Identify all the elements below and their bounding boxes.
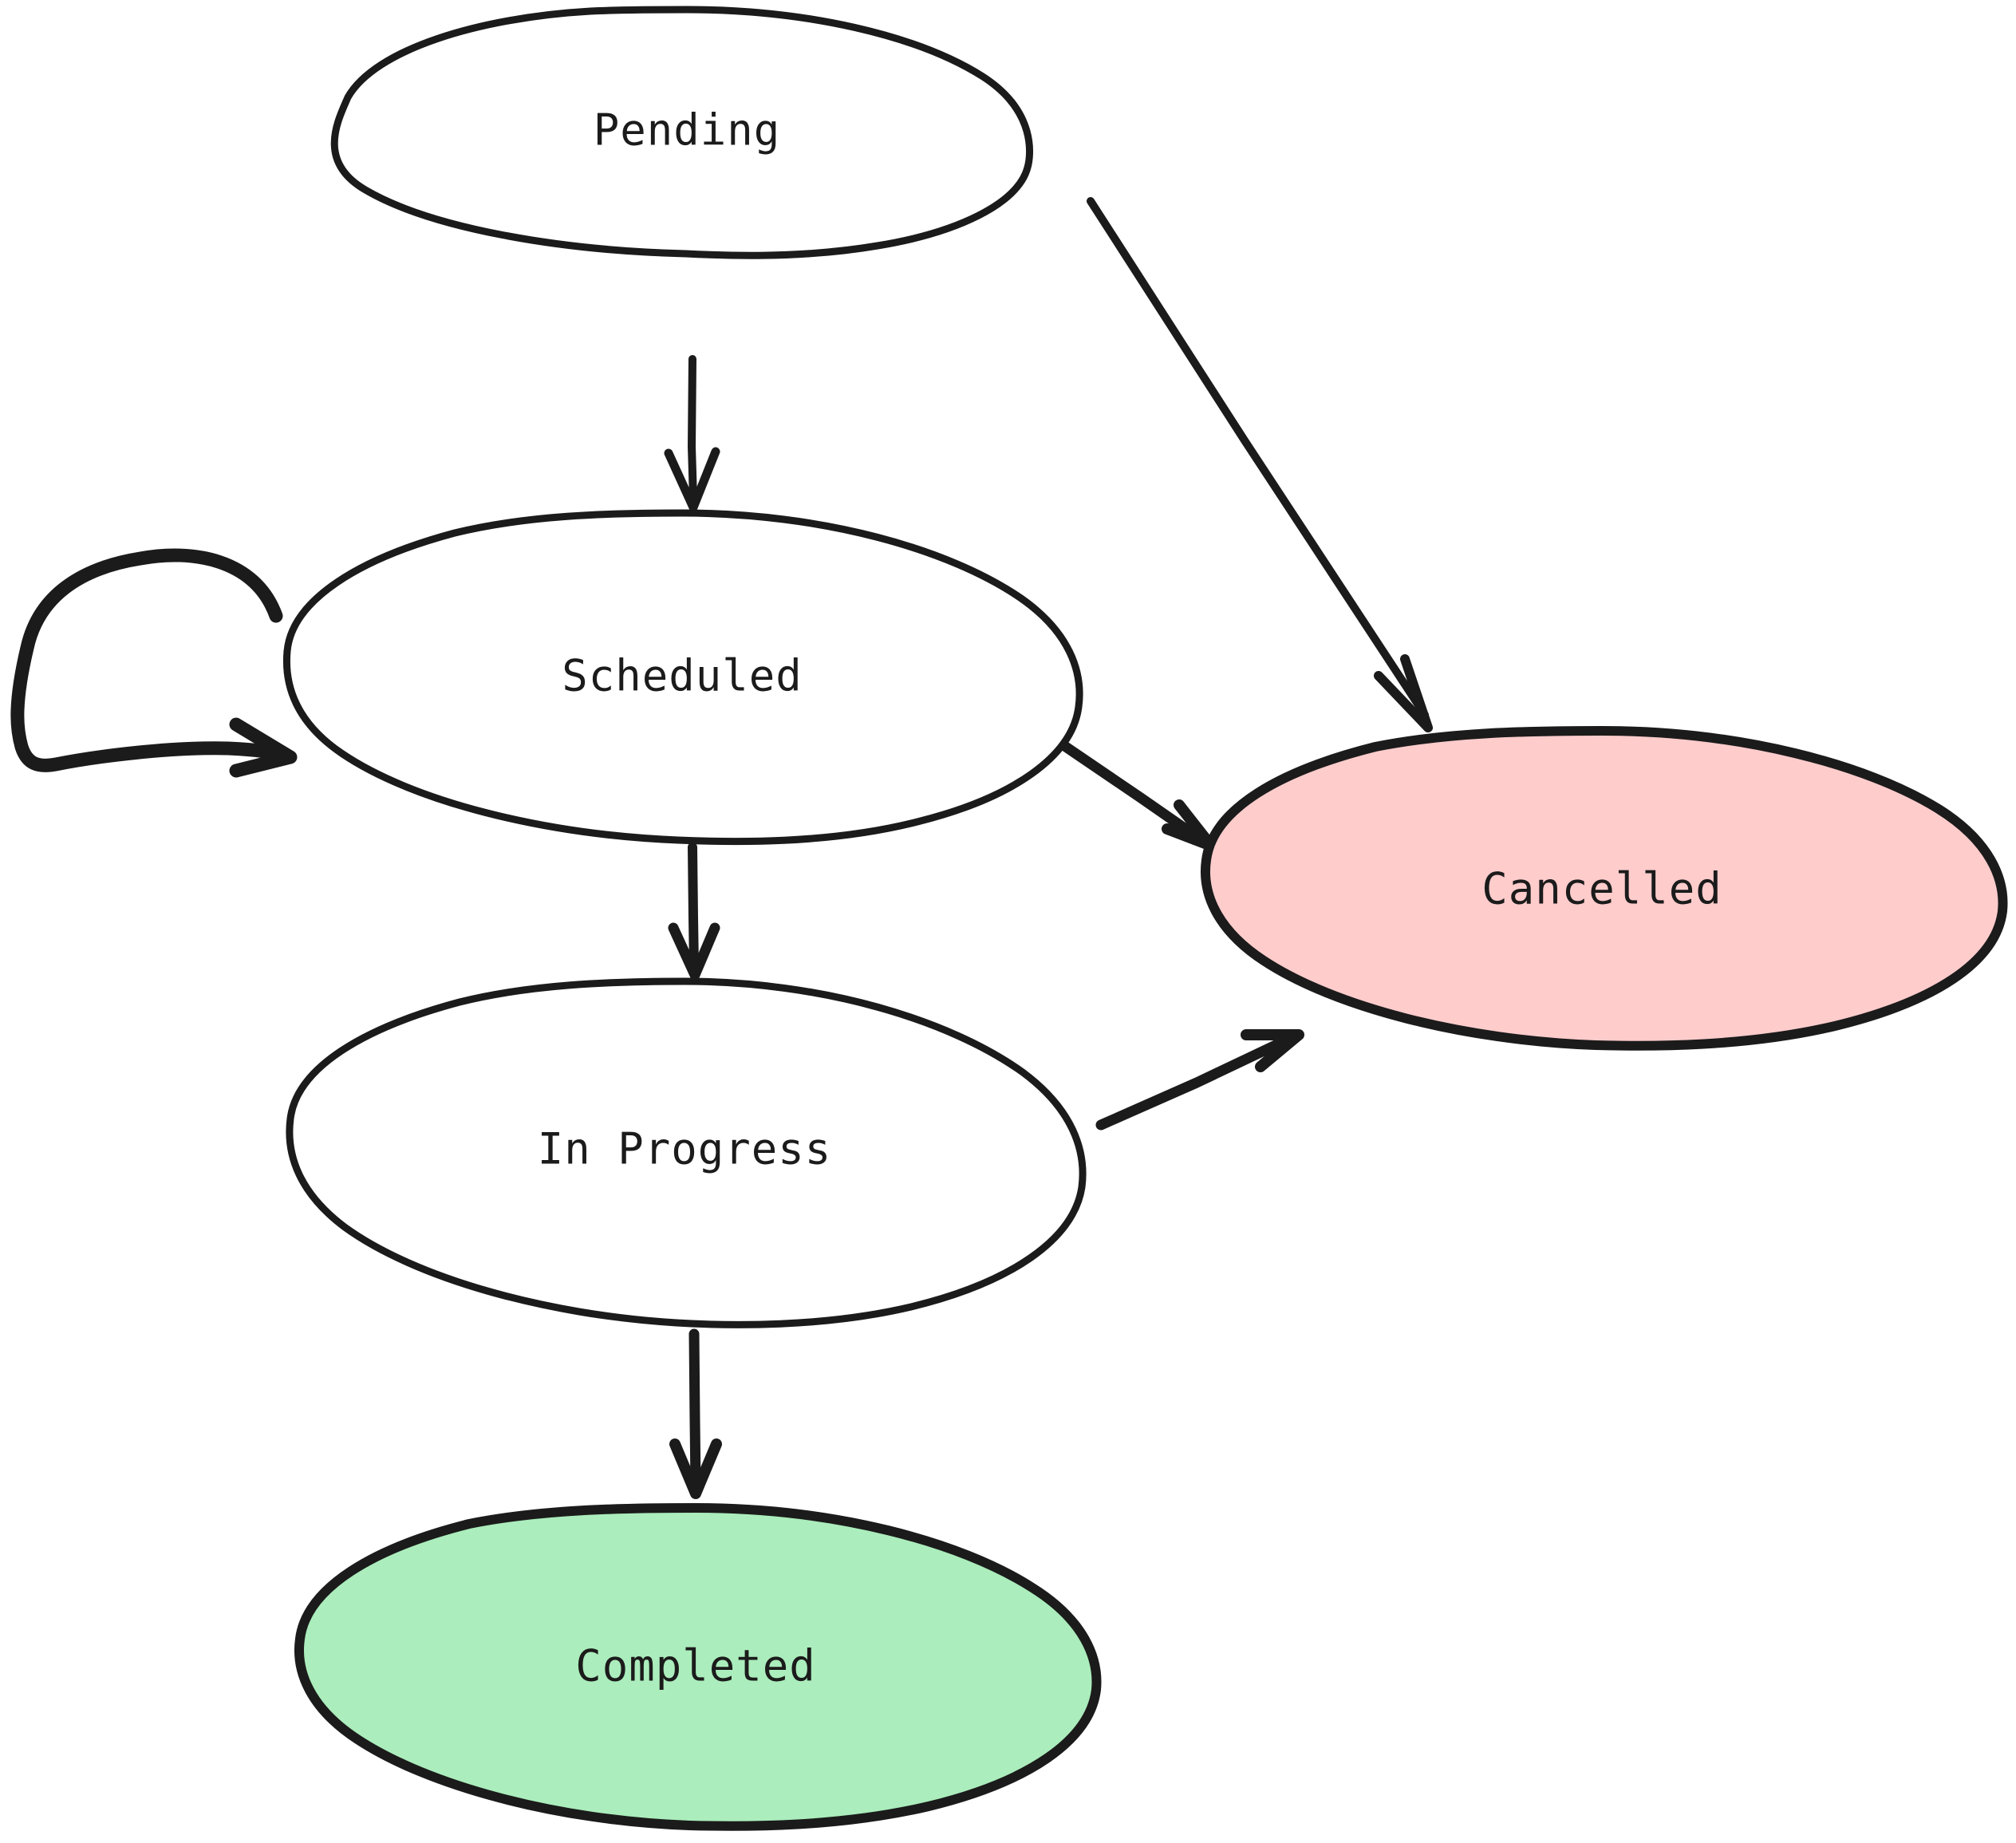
state-node-cancelled[interactable]: Cancelled bbox=[1201, 726, 2008, 1051]
edge-scheduled-self-loop bbox=[10, 548, 298, 778]
edge-pending-to-cancelled bbox=[1087, 197, 1433, 732]
state-node-completed[interactable]: Completed bbox=[294, 1503, 1102, 1831]
completed-ellipse-outline bbox=[294, 1503, 1102, 1831]
edge-scheduled-to-cancelled bbox=[1055, 738, 1217, 851]
state-node-pending[interactable]: Pending bbox=[330, 6, 1033, 259]
edge-scheduled-to-inprogress bbox=[668, 843, 720, 981]
edge-inprogress-to-completed bbox=[669, 1328, 722, 1499]
in-progress-ellipse-outline bbox=[286, 977, 1087, 1328]
edge-pending-to-scheduled bbox=[664, 355, 720, 512]
edge-inprogress-to-cancelled bbox=[1095, 1029, 1304, 1131]
scheduled-ellipse-outline bbox=[282, 509, 1083, 846]
state-node-scheduled[interactable]: Scheduled bbox=[282, 509, 1083, 846]
state-node-in-progress[interactable]: In Progress bbox=[286, 977, 1087, 1328]
cancelled-ellipse-outline bbox=[1201, 726, 2008, 1051]
pending-ellipse-outline bbox=[330, 6, 1033, 259]
